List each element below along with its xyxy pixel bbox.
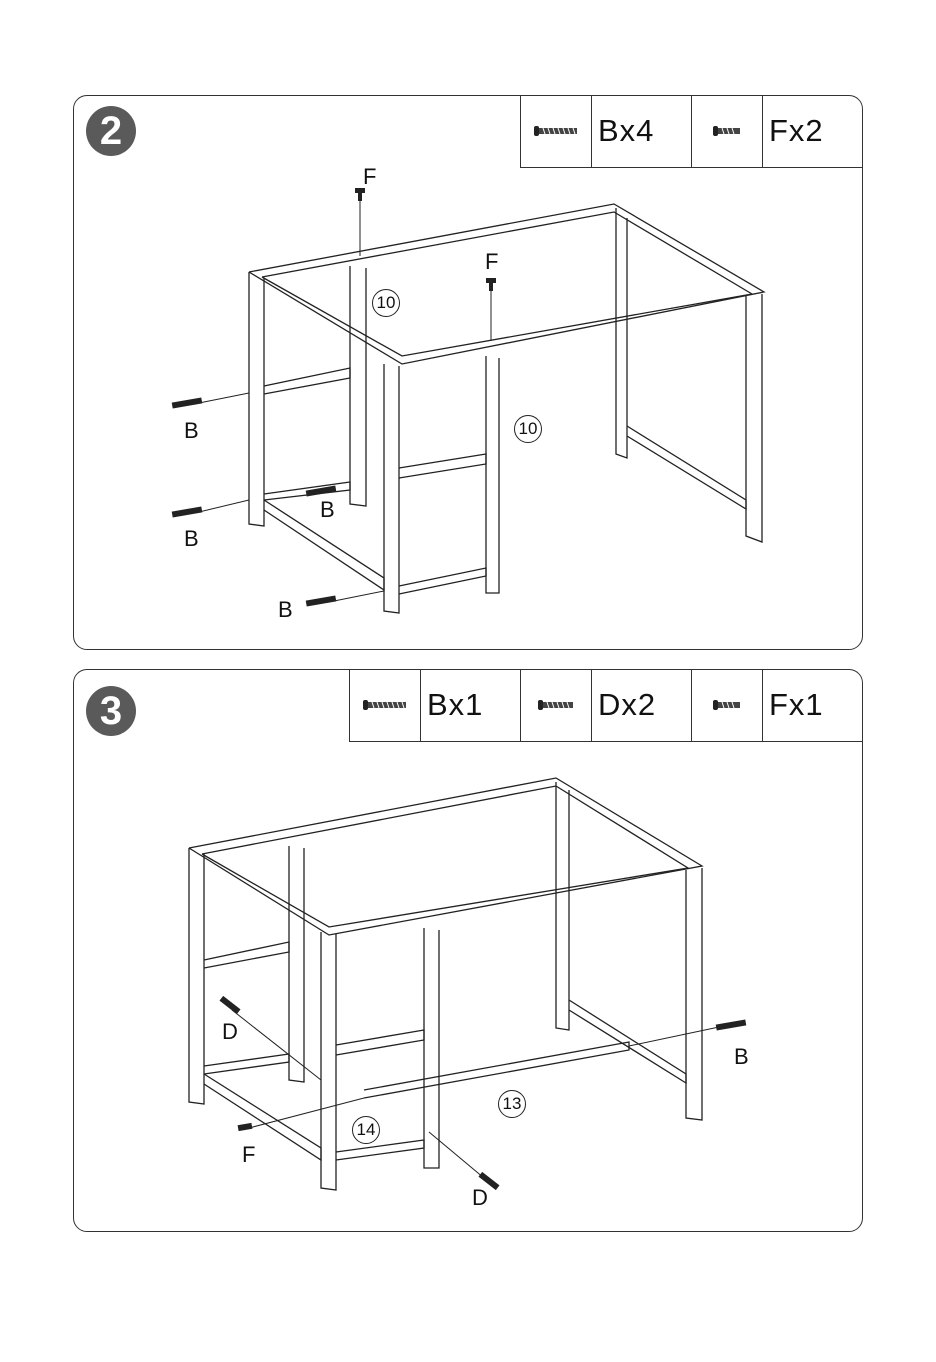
screw-label-b: B bbox=[320, 497, 335, 523]
screw-label-f: F bbox=[485, 249, 498, 275]
screw-label-b: B bbox=[184, 418, 199, 444]
screw-label-f: F bbox=[363, 164, 376, 190]
part-number: 10 bbox=[372, 289, 400, 317]
desk-frame-diagram bbox=[74, 670, 864, 1233]
step-3-panel: 3 Bx1 Dx2 Fx1 bbox=[73, 669, 863, 1232]
screw-label-f: F bbox=[242, 1142, 255, 1168]
part-number: 14 bbox=[352, 1116, 380, 1144]
screw-label-d: D bbox=[222, 1019, 238, 1045]
screw-label-b: B bbox=[734, 1044, 749, 1070]
screw-label-b: B bbox=[278, 597, 293, 623]
part-number: 10 bbox=[514, 415, 542, 443]
part-number: 13 bbox=[498, 1090, 526, 1118]
step-2-panel: 2 Bx4 Fx2 bbox=[73, 95, 863, 650]
screw-label-d: D bbox=[472, 1185, 488, 1211]
desk-frame-diagram bbox=[74, 96, 864, 651]
screw-label-b: B bbox=[184, 526, 199, 552]
